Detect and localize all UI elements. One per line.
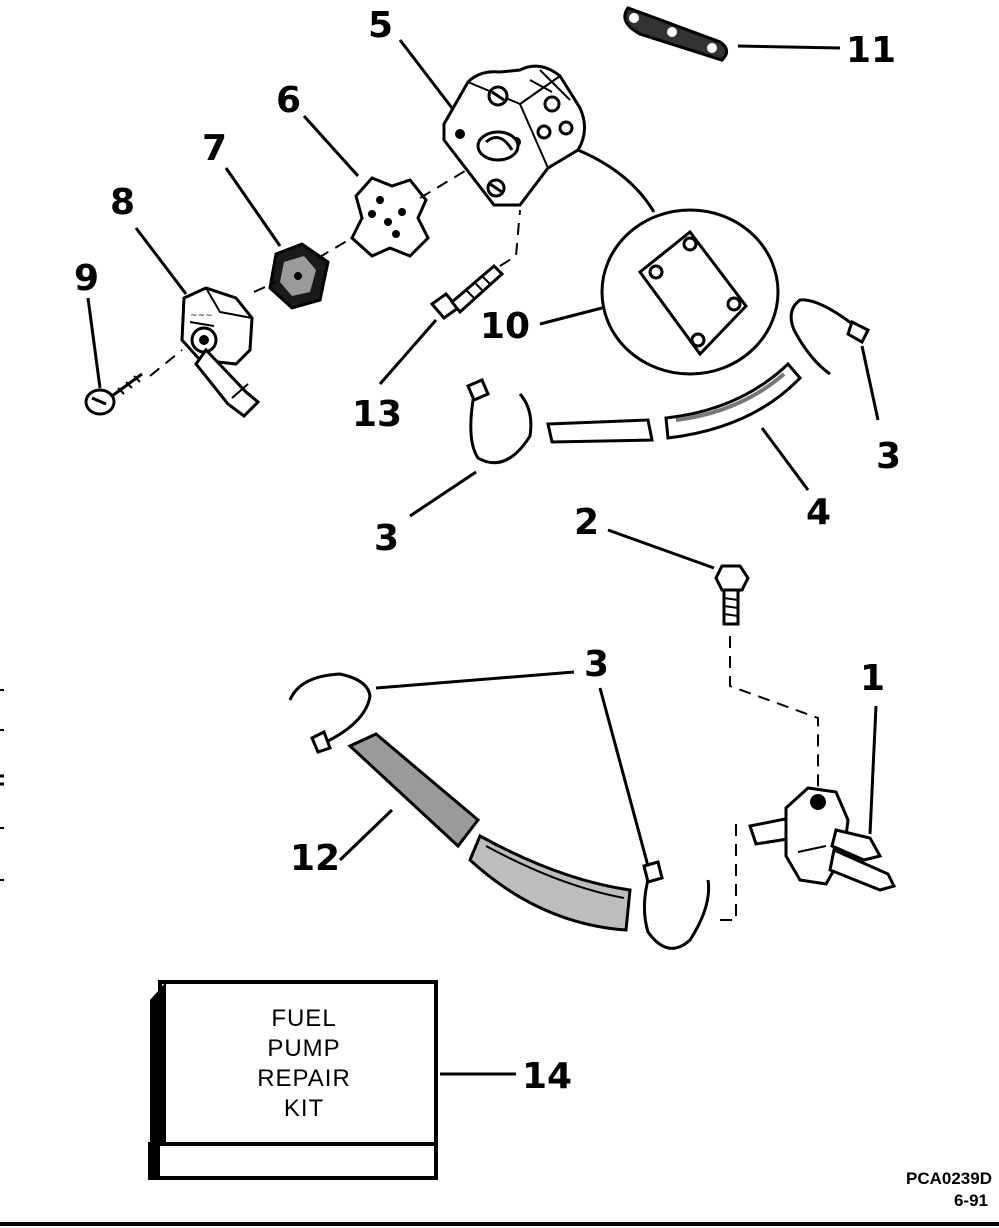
leader-5	[398, 39, 454, 109]
leader-7	[224, 167, 282, 247]
part-3-clamp-lower-right	[642, 860, 711, 950]
part-8-pump-cover: ~~~	[180, 286, 261, 418]
callout-4: 4	[806, 492, 831, 533]
callout-3-upper-right: 3	[876, 436, 901, 477]
callout-6: 6	[276, 80, 301, 121]
callout-3-lower: 3	[584, 644, 609, 685]
alignment-line-upper-3	[419, 167, 471, 199]
leader-10	[539, 306, 603, 326]
part-14-repair-kit-box: FUEL PUMP REPAIR KIT	[148, 980, 438, 1180]
vent-hose	[577, 148, 656, 213]
reference-code: PCA0239D	[906, 1169, 992, 1188]
callout-12: 12	[290, 838, 340, 879]
leader-3c-left	[375, 670, 575, 690]
alignment-line-upper-2	[317, 237, 353, 259]
kit-label-line-4: KIT	[284, 1095, 324, 1122]
alignment-line-lower-2	[716, 824, 737, 921]
callout-10: 10	[480, 306, 530, 347]
leader-2	[607, 528, 715, 570]
leader-3c-right	[598, 687, 650, 867]
leader-6	[302, 114, 360, 178]
part-11-gasket	[623, 6, 728, 62]
kit-label-line-1: FUEL	[271, 1005, 336, 1032]
callout-1: 1	[860, 658, 885, 699]
leader-11	[737, 44, 841, 50]
margin-tick-marks	[0, 689, 4, 881]
leader-1	[868, 705, 878, 835]
part-5-pump-body	[442, 64, 586, 207]
kit-label-line-3: REPAIR	[257, 1065, 351, 1092]
callout-7: 7	[202, 128, 227, 169]
leader-13	[378, 319, 438, 385]
part-7-diaphragm	[268, 242, 330, 310]
leader-12	[338, 808, 394, 862]
part-10-diaphragm-cover	[600, 208, 780, 376]
leader-lines	[86, 39, 880, 1076]
alignment-line-upper-4	[149, 349, 183, 377]
leader-8	[134, 227, 188, 295]
leader-3b	[860, 345, 880, 421]
part-3-clamp-upper-right	[789, 298, 871, 376]
part-9-screw	[84, 372, 143, 416]
part-12-fuel-hose	[347, 732, 632, 932]
part-1-fitting	[748, 786, 897, 892]
callout-11: 11	[846, 30, 896, 71]
leader-4	[760, 427, 810, 491]
leader-3a	[409, 470, 477, 518]
callout-2: 2	[574, 502, 599, 543]
alignment-line-bolt	[499, 209, 521, 267]
kit-label-line-2: PUMP	[267, 1035, 340, 1062]
callout-3-upper-left: 3	[374, 518, 399, 559]
part-13-bolt	[429, 263, 505, 321]
callout-5: 5	[368, 5, 393, 46]
callout-9: 9	[74, 258, 99, 299]
part-3-clamp-upper-left	[466, 378, 533, 465]
part-2-bolt	[714, 564, 750, 626]
part-4-hose	[546, 361, 803, 444]
callout-13: 13	[352, 394, 402, 435]
part-6-valve-plate	[350, 176, 430, 258]
callout-14: 14	[522, 1056, 572, 1097]
alignment-line-upper-1	[253, 281, 277, 293]
callout-8: 8	[110, 182, 135, 223]
leader-9	[86, 297, 102, 389]
reference-date: 6-91	[954, 1191, 988, 1210]
part-3-clamp-lower-left	[288, 672, 372, 754]
alignment-line-lower	[729, 636, 819, 790]
svg-text:~~~: ~~~	[190, 311, 213, 321]
